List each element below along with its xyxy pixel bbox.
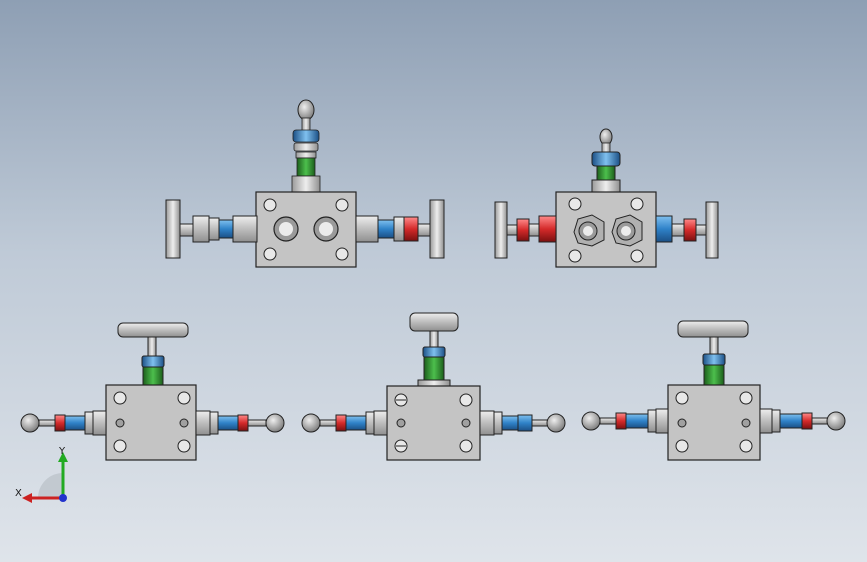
manifold-view-top-right[interactable]: [494, 128, 719, 268]
left-needle-valve[interactable]: [494, 201, 557, 259]
axis-triad: Y X: [15, 446, 68, 503]
right-needle-valve[interactable]: [655, 201, 719, 259]
valve-stem-top[interactable]: [591, 128, 621, 197]
valve-stem-top[interactable]: [291, 99, 321, 193]
y-axis-label: Y: [58, 446, 66, 457]
manifold-view-bottom-right[interactable]: [581, 320, 846, 461]
valve-handle[interactable]: [409, 312, 459, 387]
manifold-view-bottom-center[interactable]: [301, 312, 566, 461]
manifold-view-bottom-left[interactable]: [20, 322, 285, 461]
left-needle-valve[interactable]: [581, 408, 669, 434]
right-needle-valve[interactable]: [479, 410, 566, 436]
manifold-view-top-left[interactable]: [165, 99, 445, 268]
x-axis-label: X: [15, 488, 22, 499]
left-needle-valve[interactable]: [20, 410, 107, 436]
left-needle-valve[interactable]: [165, 199, 258, 259]
valve-handle[interactable]: [117, 322, 189, 386]
valve-handle[interactable]: [677, 320, 749, 386]
right-needle-valve[interactable]: [195, 410, 285, 436]
triad-plane: [38, 473, 63, 498]
right-needle-valve[interactable]: [355, 199, 445, 259]
z-axis-dot: [59, 494, 67, 502]
right-needle-valve[interactable]: [759, 408, 846, 434]
left-needle-valve[interactable]: [301, 410, 388, 436]
